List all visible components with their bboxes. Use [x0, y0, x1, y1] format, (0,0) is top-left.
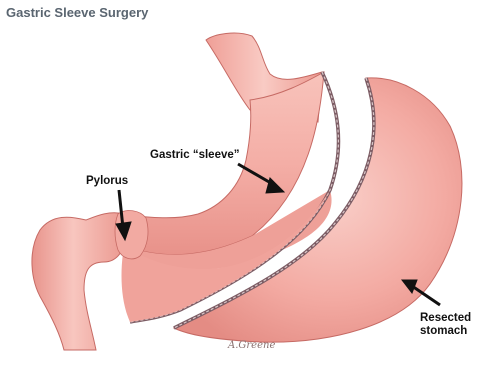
- gastric-sleeve-label: Gastric “sleeve”: [150, 149, 240, 162]
- resected-label-line1: Resected: [420, 312, 471, 325]
- pylorus-label: Pylorus: [86, 175, 128, 188]
- pylorus-shape: [115, 211, 148, 259]
- resected-stomach-label: Resected stomach: [420, 312, 471, 338]
- resected-label-line2: stomach: [420, 325, 471, 338]
- duodenum-shape: [32, 213, 124, 350]
- artist-signature: A.Greene: [228, 340, 275, 351]
